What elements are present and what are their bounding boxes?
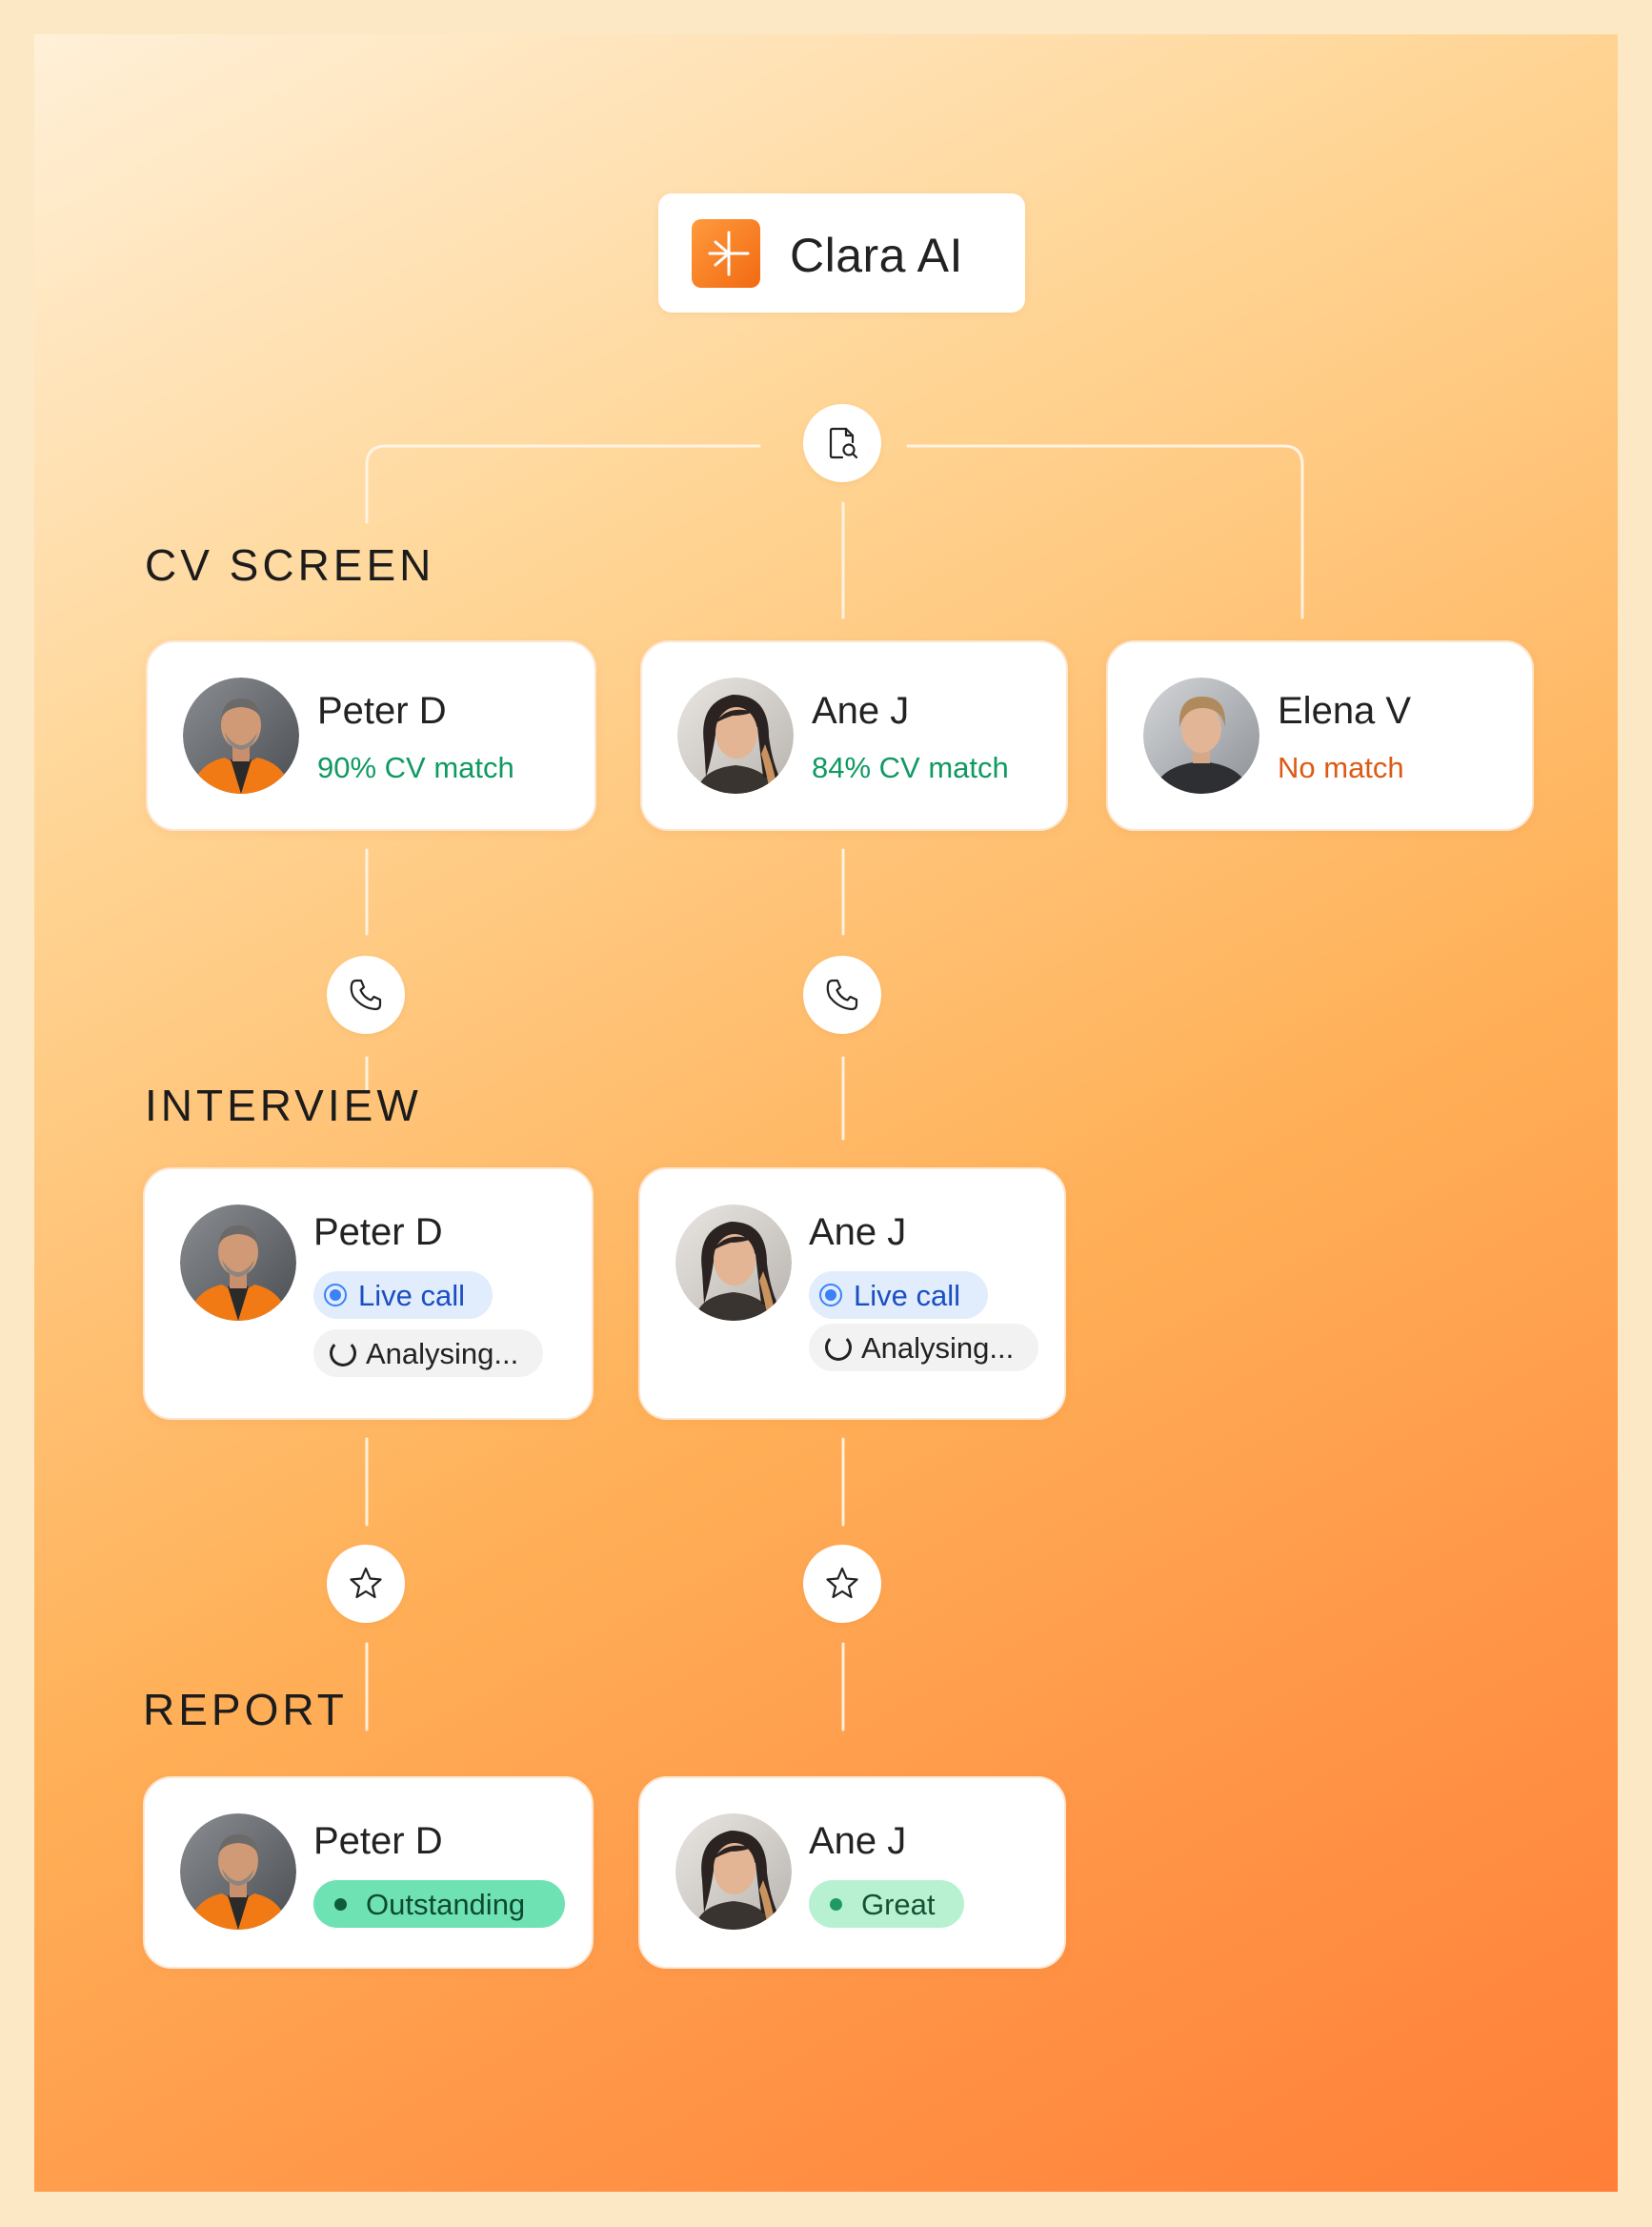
loading-spinner-icon	[825, 1334, 852, 1361]
live-call-badge: Live call	[809, 1271, 988, 1319]
rating-badge-great: Great	[809, 1880, 964, 1928]
candidate-name: Ane J	[812, 690, 909, 733]
candidate-name: Ane J	[809, 1820, 906, 1863]
rating-badge-outstanding: Outstanding	[313, 1880, 565, 1928]
cv-card-ane[interactable]: Ane J 84% CV match	[640, 640, 1068, 831]
live-indicator-icon	[324, 1284, 347, 1306]
app-name: Clara AI	[790, 228, 963, 283]
no-match-status: No match	[1278, 751, 1404, 785]
avatar	[183, 678, 299, 794]
phone-icon	[327, 956, 405, 1034]
live-call-badge: Live call	[313, 1271, 493, 1319]
candidate-name: Peter D	[313, 1211, 443, 1254]
cv-match-score: 90% CV match	[317, 751, 514, 785]
candidate-name: Peter D	[317, 690, 447, 733]
star-icon	[803, 1545, 881, 1623]
avatar	[675, 1205, 792, 1321]
section-title-report: REPORT	[143, 1684, 348, 1735]
cv-card-elena[interactable]: Elena V No match	[1106, 640, 1534, 831]
analysing-badge: Analysing...	[313, 1329, 543, 1377]
sparkle-asterisk-icon	[692, 219, 760, 288]
candidate-name: Peter D	[313, 1820, 443, 1863]
section-title-interview: INTERVIEW	[145, 1080, 422, 1131]
cv-card-peter[interactable]: Peter D 90% CV match	[146, 640, 596, 831]
app-logo-card: Clara AI	[658, 193, 1025, 313]
report-card-peter[interactable]: Peter D Outstanding	[143, 1776, 594, 1969]
live-indicator-icon	[819, 1284, 842, 1306]
avatar	[180, 1813, 296, 1930]
status-dot-icon	[334, 1898, 347, 1911]
report-card-ane[interactable]: Ane J Great	[638, 1776, 1066, 1969]
cv-match-score: 84% CV match	[812, 751, 1009, 785]
interview-card-ane[interactable]: Ane J Live call Analysing...	[638, 1167, 1066, 1420]
avatar	[180, 1205, 296, 1321]
loading-spinner-icon	[330, 1340, 356, 1367]
avatar	[1143, 678, 1259, 794]
document-search-icon	[803, 404, 881, 482]
analysing-badge: Analysing...	[809, 1324, 1038, 1371]
candidate-name: Ane J	[809, 1211, 906, 1254]
candidate-name: Elena V	[1278, 690, 1411, 733]
avatar	[675, 1813, 792, 1930]
interview-card-peter[interactable]: Peter D Live call Analysing...	[143, 1167, 594, 1420]
phone-icon	[803, 956, 881, 1034]
avatar	[677, 678, 794, 794]
section-title-cv-screen: CV SCREEN	[145, 539, 434, 591]
star-icon	[327, 1545, 405, 1623]
status-dot-icon	[830, 1898, 842, 1911]
